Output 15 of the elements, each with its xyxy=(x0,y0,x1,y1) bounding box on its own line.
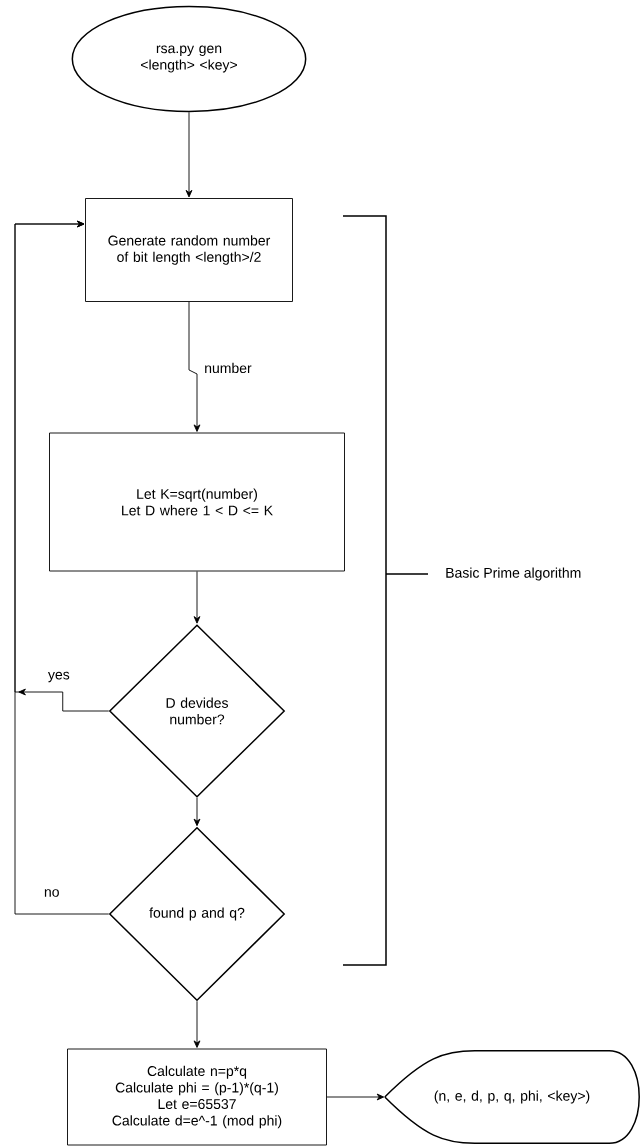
arrow xyxy=(193,1000,201,1048)
arrow xyxy=(193,571,201,624)
output-shape: (n, e, d, p, q, phi, <key>) xyxy=(384,1050,640,1144)
process-box: Calculate n=p*q Calculate phi = (p-1)*(q-1) Let e=65537 Calculate d=e^-1 (mod phi) xyxy=(67,1048,327,1146)
arrow xyxy=(193,797,201,827)
arrow xyxy=(188,301,201,432)
arrow xyxy=(326,1093,385,1101)
bracket-label: Basic Prime algorithm xyxy=(446,567,581,581)
arrow xyxy=(14,220,110,915)
process-box: Generate random number of bit length <length>/2 xyxy=(85,198,293,302)
arrow xyxy=(185,111,193,198)
process-box: Let K=sqrt(number) Let D where 1 < D <= K xyxy=(49,432,345,572)
edge-label: yes xyxy=(46,670,71,684)
edge-label: number xyxy=(203,361,253,375)
edge-label: no xyxy=(42,888,61,898)
